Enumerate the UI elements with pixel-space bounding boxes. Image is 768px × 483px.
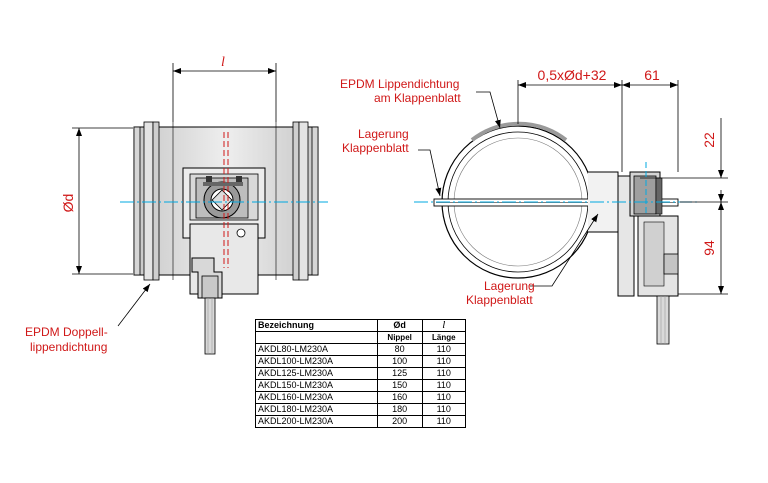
table-cell-l: 110 [421,355,467,368]
epdm-lip-label-1: EPDM Lippendichtung [340,77,459,91]
table-cell-l: 110 [421,403,467,416]
table-cell-name: AKDL200-LM230A [255,415,378,428]
table-cell-d: 80 [376,343,423,356]
dim-d-label: Ød [60,194,76,213]
bearing-bottom-label-2: Klappenblatt [466,293,533,307]
dim-94-label: 94 [701,240,717,256]
table-cell-name: AKDL180-LM230A [255,403,378,416]
bearing-top-label-1: Lagerung [358,127,409,141]
table-subheader-empty [255,331,378,344]
table-subheader-l: Länge [421,331,467,344]
table-cell-name: AKDL125-LM230A [255,367,378,380]
table-subheader-d: Nippel [376,331,423,344]
table-cell-d: 200 [376,415,423,428]
table-cell-d: 100 [376,355,423,368]
dim-22-label: 22 [701,132,717,148]
cable [204,297,216,355]
spec-table: Bezeichnung Ød l Nippel Länge AKDL80-LM2… [255,319,467,428]
dim-l-label: l [221,55,225,70]
epdm-double-label-1: EPDM Doppell- [25,325,108,339]
table-header-name: Bezeichnung [255,319,378,332]
table-cell-name: AKDL150-LM230A [255,379,378,392]
table-cell-name: AKDL100-LM230A [255,355,378,368]
table-cell-d: 125 [376,367,423,380]
table-cell-l: 110 [421,367,467,380]
table-cell-d: 180 [376,403,423,416]
epdm-lip-label-2: am Klappenblatt [374,91,461,105]
table-cell-d: 150 [376,379,423,392]
front-view: 0,5xØd+32 61 22 94 EPDM Lippendichtung a… [340,67,728,345]
table-cell-l: 110 [421,379,467,392]
bearing-bottom-label-1: Lagerung [484,279,535,293]
table-header-l: l [421,319,467,332]
table-cell-name: AKDL80-LM230A [255,343,378,356]
dim-61-label: 61 [644,67,660,83]
table-cell-d: 160 [376,391,423,404]
table-cell-name: AKDL160-LM230A [255,391,378,404]
cable-right [656,295,670,345]
table-cell-l: 110 [421,415,467,428]
side-view: l Ød [25,55,328,355]
epdm-double-label-2: lippendichtung [30,340,107,354]
dim-half-d-label: 0,5xØd+32 [538,67,607,83]
table-cell-l: 110 [421,343,467,356]
table-header-d: Ød [376,319,423,332]
table-cell-l: 110 [421,391,467,404]
bearing-top-label-2: Klappenblatt [342,141,409,155]
